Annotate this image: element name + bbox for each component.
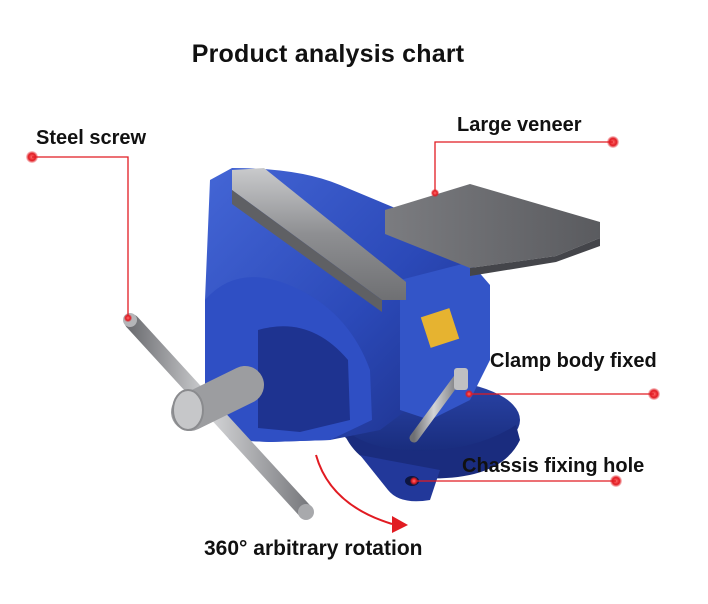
callout-steel-screw [26, 151, 132, 322]
callout-clamp-body-fixed [465, 388, 660, 400]
leader-dot [465, 390, 473, 398]
label-steel-screw: Steel screw [36, 127, 147, 149]
diagram-title: Product analysis chart [191, 40, 465, 68]
label-chassis-fixing-hole: Chassis fixing hole [462, 455, 645, 477]
large-veneer-anvil [385, 184, 600, 268]
leader-dot [431, 189, 439, 197]
clamp-lock-lever [409, 368, 468, 443]
label-rotation: 360° arbitrary rotation [204, 537, 423, 560]
callout-chassis-fixing-hole [410, 475, 622, 487]
vise-jaws [232, 168, 600, 312]
rotation-arrow [315, 454, 408, 533]
callout-large-veneer [431, 136, 619, 197]
label-clamp-body-fixed: Clamp body fixed [490, 350, 657, 372]
leader-dot [124, 314, 132, 322]
steel-screw-handle [123, 313, 314, 520]
label-large-veneer: Large veneer [457, 114, 582, 136]
leader-dot [410, 477, 418, 485]
